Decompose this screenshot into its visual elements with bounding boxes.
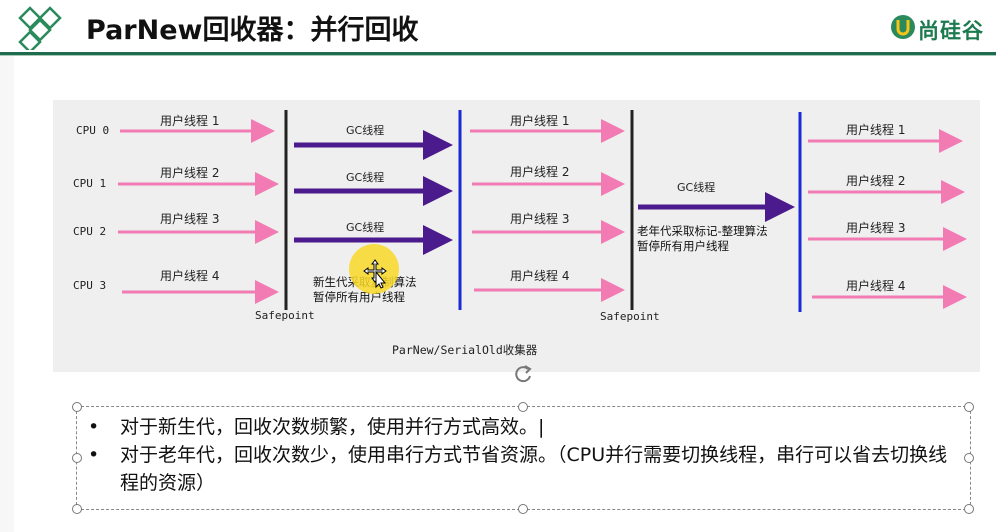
resize-handle[interactable] xyxy=(964,402,974,412)
old-gen-note: 老年代采取标记-整理算法 xyxy=(637,224,768,238)
header-divider-light xyxy=(0,55,996,56)
rotate-handle-icon[interactable] xyxy=(512,363,536,383)
bullet-dot-icon: • xyxy=(88,444,100,466)
cpu-label: CPU 2 xyxy=(73,225,106,238)
diagram-image[interactable] xyxy=(53,100,980,372)
slide-title: ParNew回收器：并行回收 xyxy=(86,15,419,46)
resize-handle[interactable] xyxy=(72,402,82,412)
gc-thread-label: GC线程 xyxy=(346,170,384,184)
bullet-item: • 对于老年代，回收次数少，使用串行方式节省资源。（CPU并行需要切换线程，串行… xyxy=(86,441,956,497)
young-gen-note: 暂停所有用户线程 xyxy=(313,290,405,304)
bullet-text: 对于老年代，回收次数少，使用串行方式节省资源。（CPU并行需要切换线程，串行可以… xyxy=(120,444,948,494)
resize-handle[interactable] xyxy=(518,402,528,412)
user-thread-label: 用户线程 1 xyxy=(160,113,219,128)
user-thread-label: 用户线程 1 xyxy=(846,122,905,137)
logo-diamonds-icon xyxy=(18,6,62,50)
bullet-item: • 对于新生代，回收次数频繁，使用并行方式高效。| xyxy=(86,413,956,441)
gc-thread-label: GC线程 xyxy=(677,180,715,194)
bullet-text: 对于新生代，回收次数频繁，使用并行方式高效。| xyxy=(120,416,545,438)
user-thread-label: 用户线程 2 xyxy=(846,173,905,188)
user-thread-label: 用户线程 3 xyxy=(846,220,905,235)
user-thread-label: 用户线程 1 xyxy=(510,113,569,128)
left-margin xyxy=(0,56,14,532)
user-thread-label: 用户线程 4 xyxy=(510,268,569,283)
cpu-label: CPU 0 xyxy=(76,124,109,137)
resize-handle[interactable] xyxy=(72,504,82,514)
user-thread-label: 用户线程 2 xyxy=(160,165,219,180)
safepoint-label: Safepoint xyxy=(255,309,315,322)
header-divider xyxy=(0,52,996,55)
diagram-caption: ParNew/SerialOld收集器 xyxy=(392,343,538,357)
resize-handle[interactable] xyxy=(72,453,82,463)
cpu-label: CPU 1 xyxy=(73,177,106,190)
gc-thread-label: GC线程 xyxy=(346,220,384,234)
user-thread-label: 用户线程 4 xyxy=(160,268,219,283)
resize-handle[interactable] xyxy=(964,453,974,463)
brand-name: 尚硅谷 xyxy=(918,19,984,43)
bullet-dot-icon: • xyxy=(88,416,100,438)
resize-handle[interactable] xyxy=(518,504,528,514)
bullet-list[interactable]: • 对于新生代，回收次数频繁，使用并行方式高效。| • 对于老年代，回收次数少，… xyxy=(86,413,956,497)
brand-logo: 尚硅谷 xyxy=(884,10,996,44)
brand-u-icon xyxy=(891,15,915,39)
cpu-label: CPU 3 xyxy=(73,279,106,292)
resize-handle[interactable] xyxy=(964,504,974,514)
user-thread-label: 用户线程 3 xyxy=(160,211,219,226)
slide-header: ParNew回收器：并行回收 尚硅谷 xyxy=(0,0,996,52)
safepoint-label: Safepoint xyxy=(600,310,660,323)
user-thread-label: 用户线程 4 xyxy=(846,278,905,293)
gc-thread-label: GC线程 xyxy=(346,123,384,137)
old-gen-note: 暂停所有用户线程 xyxy=(637,239,729,253)
move-cursor-icon xyxy=(363,259,387,289)
user-thread-label: 用户线程 2 xyxy=(510,164,569,179)
user-thread-label: 用户线程 3 xyxy=(510,211,569,226)
